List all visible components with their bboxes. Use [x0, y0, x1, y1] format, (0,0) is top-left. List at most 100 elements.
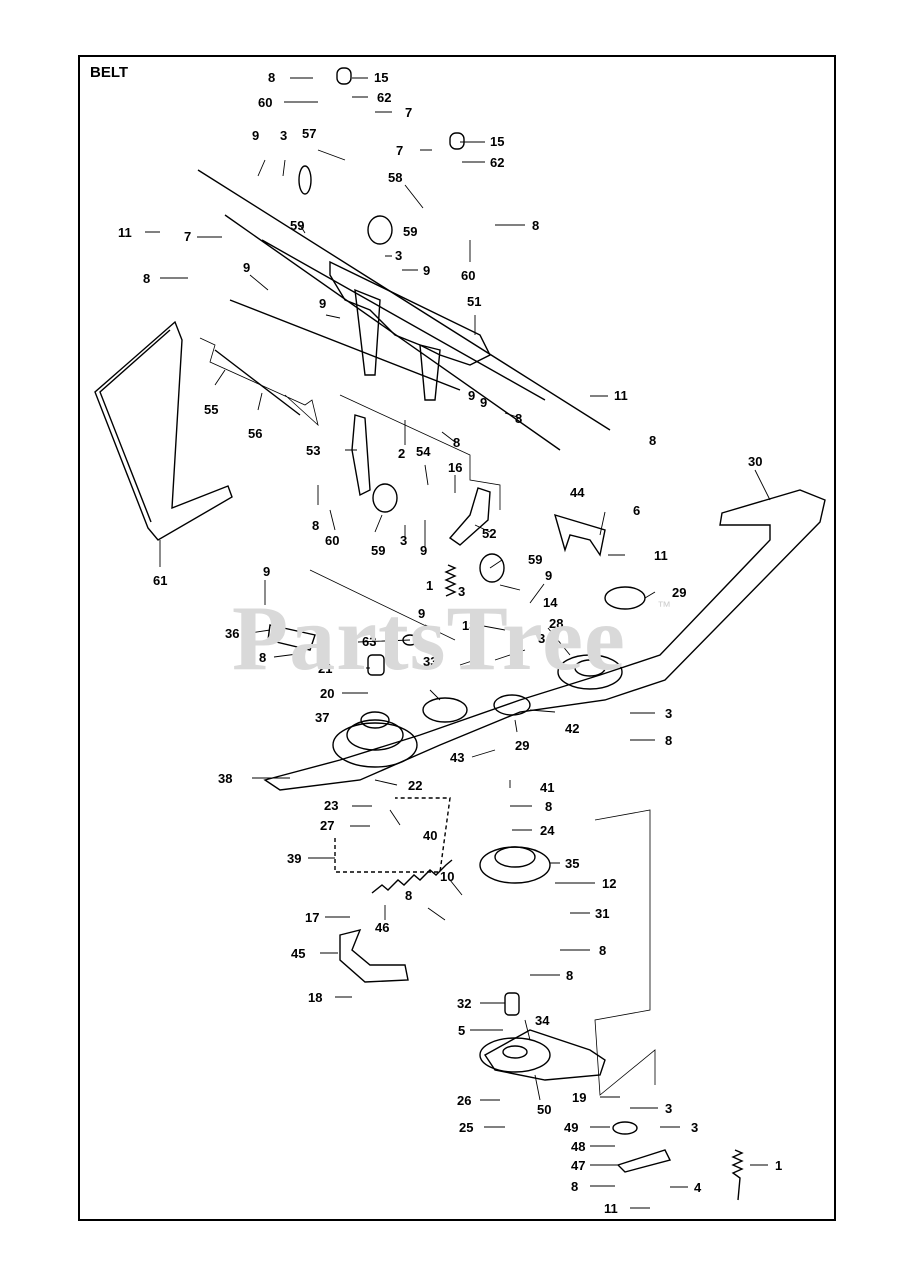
callout-31: 31	[595, 906, 609, 921]
callout-9: 9	[319, 296, 326, 311]
callout-45: 45	[291, 946, 305, 961]
callout-53: 53	[306, 443, 320, 458]
callout-7: 7	[405, 105, 412, 120]
callout-42: 42	[565, 721, 579, 736]
spring-1a-drawing	[444, 564, 457, 597]
pulley-37-drawing	[332, 722, 418, 768]
pulley-29b-drawing	[493, 694, 531, 716]
callout-60: 60	[258, 95, 272, 110]
callout-3: 3	[665, 1101, 672, 1116]
belt-30-drawing	[263, 489, 826, 791]
callout-3: 3	[538, 631, 545, 646]
callout-8: 8	[532, 218, 539, 233]
callout-8: 8	[665, 733, 672, 748]
callout-8: 8	[405, 888, 412, 903]
callout-3: 3	[458, 584, 465, 599]
callout-26: 26	[457, 1093, 471, 1108]
callout-12: 12	[602, 876, 616, 891]
callout-57: 57	[302, 126, 316, 141]
callout-5: 5	[458, 1023, 465, 1038]
callout-11: 11	[604, 1201, 618, 1216]
callout-9: 9	[480, 395, 487, 410]
pulley-59c-drawing	[479, 553, 505, 583]
callout-9: 9	[418, 606, 425, 621]
callout-54: 54	[416, 444, 431, 459]
spring-46-drawing	[371, 859, 453, 894]
callout-30: 30	[748, 454, 762, 469]
arm-53-drawing	[351, 414, 371, 497]
callout-62: 62	[490, 155, 504, 170]
callout-8: 8	[545, 799, 552, 814]
callout-50: 50	[537, 1102, 551, 1117]
callout-40: 40	[423, 828, 437, 843]
callout-59: 59	[528, 552, 542, 567]
callout-3: 3	[475, 640, 482, 655]
callout-8: 8	[312, 518, 319, 533]
arm-52-drawing	[448, 487, 491, 546]
bracket-45-drawing	[339, 928, 409, 983]
callout-48: 48	[571, 1139, 585, 1154]
callout-20: 20	[320, 686, 334, 701]
callout-3: 3	[280, 128, 287, 143]
callout-33: 33	[423, 654, 437, 669]
callout-11: 11	[614, 388, 628, 403]
callout-47: 47	[571, 1158, 585, 1173]
callout-10: 10	[440, 869, 454, 884]
spring-1b-drawing	[731, 1149, 744, 1201]
callout-8: 8	[143, 271, 150, 286]
callout-8: 8	[259, 650, 266, 665]
pulley-28-drawing	[557, 654, 623, 690]
callout-32: 32	[457, 996, 471, 1011]
callout-9: 9	[423, 263, 430, 278]
callout-15: 15	[490, 134, 504, 149]
trademark-mark: ™	[657, 598, 671, 614]
callout-8: 8	[566, 968, 573, 983]
callout-22: 22	[408, 778, 422, 793]
callout-56: 56	[248, 426, 262, 441]
callout-55: 55	[204, 402, 218, 417]
callout-9: 9	[243, 260, 250, 275]
bracket-44-drawing	[553, 513, 606, 557]
belt-50-drawing	[483, 1029, 606, 1081]
pulley-59b-drawing	[372, 483, 398, 513]
callout-8: 8	[268, 70, 275, 85]
callout-25: 25	[459, 1120, 473, 1135]
callout-29: 29	[672, 585, 686, 600]
callout-59: 59	[290, 218, 304, 233]
callout-3: 3	[400, 533, 407, 548]
callout-43: 43	[450, 750, 464, 765]
callout-52: 52	[482, 526, 496, 541]
belt-61-drawing	[94, 320, 233, 541]
callout-9: 9	[263, 564, 270, 579]
callout-28: 28	[549, 616, 563, 631]
callout-17: 17	[305, 910, 319, 925]
clutch-35-drawing	[479, 846, 551, 884]
callout-11: 11	[118, 225, 132, 240]
callout-3: 3	[395, 248, 402, 263]
callout-16: 16	[448, 460, 462, 475]
callout-9: 9	[420, 543, 427, 558]
callout-7: 7	[396, 143, 403, 158]
callout-6: 6	[633, 503, 640, 518]
callout-60: 60	[325, 533, 339, 548]
callout-4: 4	[694, 1180, 702, 1195]
callout-15: 15	[374, 70, 388, 85]
callout-58: 58	[388, 170, 402, 185]
callout-46: 46	[375, 920, 389, 935]
parts-tree-watermark: PartsTree	[232, 587, 626, 689]
callout-27: 27	[320, 818, 334, 833]
callout-1: 1	[775, 1158, 782, 1173]
callout-2: 2	[398, 446, 405, 461]
callout-24: 24	[540, 823, 555, 838]
callout-38: 38	[218, 771, 232, 786]
callout-29: 29	[515, 738, 529, 753]
callout-1: 1	[426, 578, 433, 593]
callout-21: 21	[318, 661, 332, 676]
diagram-title: BELT	[90, 64, 129, 81]
callout-37: 37	[315, 710, 329, 725]
callout-59: 59	[371, 543, 385, 558]
callout-9: 9	[468, 388, 475, 403]
callout-63: 63	[362, 634, 376, 649]
callout-3: 3	[665, 706, 672, 721]
